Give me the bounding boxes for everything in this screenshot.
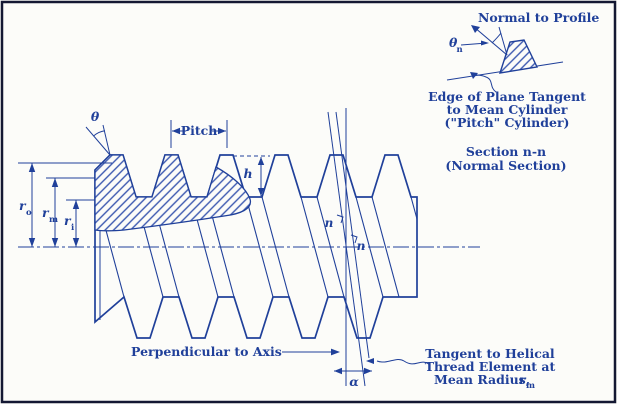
arrow-icon	[257, 188, 265, 196]
tangent-helix-line	[327, 111, 366, 387]
arrow-icon	[364, 367, 372, 375]
n-upper-label: n	[325, 216, 334, 230]
normal-line	[473, 26, 508, 56]
r-mean-subscript: m	[49, 215, 58, 225]
section-cut-hatched	[94, 154, 252, 232]
worm-screw	[18, 154, 480, 339]
arrow-icon	[470, 72, 478, 79]
theta-label: θ	[91, 109, 100, 124]
normal-to-profile-label: Normal to Profile	[478, 10, 599, 25]
arrow-icon	[172, 127, 180, 135]
arrow-icon	[51, 238, 59, 247]
theta-ref-line	[102, 124, 111, 156]
n-lower-label: n	[357, 239, 366, 253]
alpha-label: α	[349, 374, 359, 389]
arrow-icon	[218, 127, 226, 135]
theta-flank-line	[85, 126, 111, 156]
theta-n-ref-line	[498, 26, 508, 56]
thread-dimensions: θ Pitch h	[85, 109, 270, 196]
arrow-icon	[72, 238, 80, 247]
arrow-icon	[257, 157, 265, 165]
theta-n-arc	[491, 32, 502, 44]
h-label: h	[243, 166, 252, 181]
tooth-profile-hatched	[498, 39, 539, 74]
right-angle-mark	[350, 234, 358, 244]
pitch-label: Pitch	[181, 123, 218, 138]
arrow-icon	[481, 40, 489, 46]
perpendicular-to-axis-label: Perpendicular to Axis	[131, 344, 282, 359]
edge-tangent-label-line1: Edge of Plane Tangent	[428, 89, 586, 104]
arrow-icon	[331, 348, 340, 356]
right-angle-mark	[336, 214, 344, 224]
r-inner-label: r	[64, 213, 72, 228]
edge-tangent-label-line3: ("Pitch" Cylinder)	[445, 115, 570, 130]
normal-section-inset: θ n Normal to Profile Edge of Plane Tang…	[428, 10, 599, 173]
arrow-icon	[51, 178, 59, 187]
theta-n-subscript: n	[457, 45, 463, 55]
tangent-label-line2: Thread Element at	[425, 359, 556, 374]
theta-n-label: θ	[449, 35, 458, 50]
normal-section-label: (Normal Section)	[445, 158, 566, 173]
r-inner-subscript: i	[71, 223, 75, 233]
r-outer-subscript: o	[26, 208, 32, 218]
theta-arc	[93, 130, 106, 137]
tangent-leader-squiggle	[376, 358, 431, 366]
arrow-icon	[366, 358, 374, 364]
arrow-icon	[28, 238, 36, 247]
edge-tangent-label-line2: to Mean Cylinder	[447, 102, 568, 117]
radius-dimensions: r o r m r i	[18, 162, 112, 247]
arrow-icon	[334, 367, 342, 375]
section-lines: n n α	[325, 108, 372, 389]
arrow-icon	[28, 163, 36, 172]
arrow-icon	[72, 200, 80, 209]
section-nn-label: Section n-n	[466, 144, 546, 159]
bottom-callouts: Perpendicular to Axis Tangent to Helical…	[131, 344, 556, 391]
tangent-label-line1: Tangent to Helical	[425, 346, 555, 361]
r-outer-label: r	[19, 198, 27, 213]
arrow-icon	[471, 25, 480, 33]
tangent-radius-subscript: m	[526, 381, 535, 391]
tangent-radius-symbol: r	[519, 372, 527, 387]
r-mean-label: r	[42, 205, 50, 220]
tangent-label-line3: Mean Radius,	[434, 372, 530, 387]
